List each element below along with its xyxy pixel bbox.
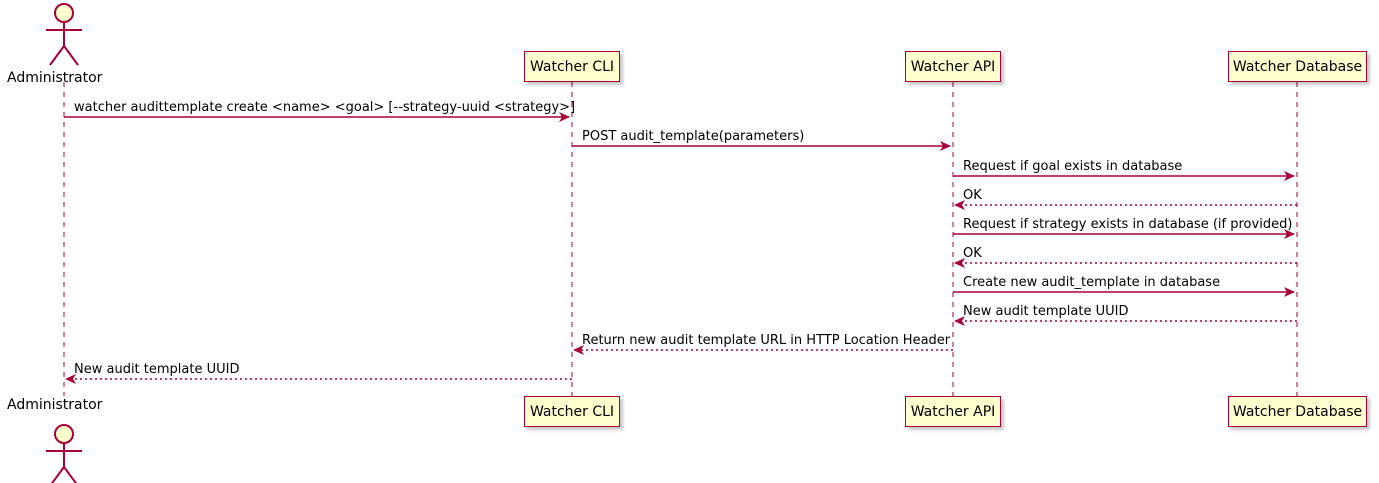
actor-head-administrator-top: [54, 3, 74, 23]
actor-figure-administrator-top: [46, 3, 82, 66]
actor-leg-right-administrator-top: [63, 45, 79, 66]
message-label-10: New audit template UUID: [74, 362, 240, 377]
participant-box-watcher-database-bottom[interactable]: Watcher Database: [1228, 396, 1367, 427]
message-label-2: POST audit_template(parameters): [582, 129, 805, 144]
actor-leg-left-administrator-bottom: [50, 466, 65, 483]
message-label-6: OK: [963, 246, 982, 261]
message-label-7: Create new audit_template in database: [963, 275, 1221, 290]
message-label-1: watcher audittemplate create <name> <goa…: [74, 100, 576, 115]
participant-box-watcher-api-top[interactable]: Watcher API: [905, 51, 1001, 82]
participant-box-watcher-cli-bottom[interactable]: Watcher CLI: [524, 396, 620, 427]
message-label-8: New audit template UUID: [963, 304, 1129, 319]
actor-head-administrator-bottom: [54, 424, 74, 444]
actor-figure-administrator-bottom: [46, 424, 82, 483]
actor-leg-right-administrator-bottom: [63, 466, 78, 483]
actor-leg-left-administrator-top: [49, 45, 65, 66]
message-label-9: Return new audit template URL in HTTP Lo…: [582, 333, 951, 348]
actor-label-administrator-bottom: Administrator: [7, 397, 103, 413]
participant-box-watcher-cli-top[interactable]: Watcher CLI: [524, 51, 620, 82]
participant-box-watcher-database-top[interactable]: Watcher Database: [1228, 51, 1367, 82]
message-label-4: OK: [963, 188, 982, 203]
message-label-3: Request if goal exists in database: [963, 159, 1183, 174]
message-label-5: Request if strategy exists in database (…: [963, 217, 1293, 232]
participant-box-watcher-api-bottom[interactable]: Watcher API: [905, 396, 1001, 427]
actor-label-administrator-top: Administrator: [7, 70, 103, 86]
